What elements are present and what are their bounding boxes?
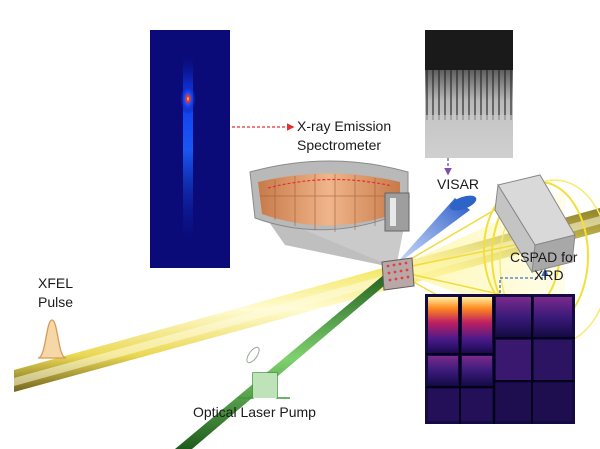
gaussian-pulse-icon: [37, 319, 67, 359]
laser-beam: [175, 268, 398, 449]
xfel-label-line1: XFEL: [38, 275, 74, 291]
laser-label: Optical Laser Pump: [193, 404, 316, 420]
square-pulse-icon: [238, 372, 290, 399]
target-array: [381, 257, 415, 291]
xes-detector-image: [150, 30, 230, 268]
xfel-label-line2: Pulse: [38, 294, 74, 310]
cspad-label-line1: CSPAD for: [510, 249, 578, 265]
visar-image: [425, 30, 513, 158]
visar-label: VISAR: [437, 176, 480, 192]
cspad-detector: [494, 174, 576, 274]
xes-label-line2: Spectrometer: [297, 137, 382, 153]
cspad-label-line2: XRD: [534, 267, 564, 283]
spectrometer-crystal: [249, 160, 410, 232]
cspad-arrow: [499, 268, 549, 293]
visar-cone: [392, 195, 477, 268]
xes-label-line1: X-ray Emission: [297, 118, 392, 134]
cspad-image: [425, 294, 575, 424]
